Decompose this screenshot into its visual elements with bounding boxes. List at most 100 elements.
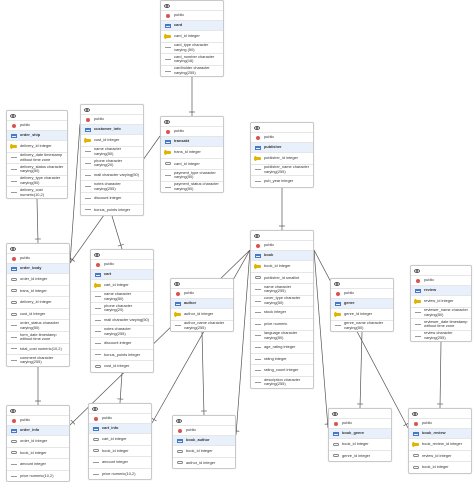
column-row[interactable]: price numeric(10,2)	[89, 468, 151, 480]
eye-icon[interactable]	[254, 234, 260, 238]
column-row[interactable]: stock integer	[251, 306, 313, 318]
column-row[interactable]: age_rating integer	[251, 341, 313, 353]
column-row[interactable]: discount integer	[91, 337, 153, 349]
column-row[interactable]: notes character varying(255)	[91, 325, 153, 337]
column-row[interactable]: description character varying(255)	[251, 376, 313, 388]
column-row[interactable]: book_id integer	[89, 445, 151, 457]
column-row[interactable]: amount integer	[7, 458, 69, 470]
eye-icon[interactable]	[174, 282, 180, 286]
eye-icon[interactable]	[94, 253, 100, 257]
column-row[interactable]: card_number character varying(16)	[161, 53, 223, 65]
column-row[interactable]: amount integer	[89, 456, 151, 468]
column-row[interactable]: card_id integer	[161, 158, 223, 170]
eye-icon[interactable]	[164, 4, 170, 8]
eye-icon[interactable]	[164, 120, 170, 124]
column-row[interactable]: trans_id integer	[161, 146, 223, 158]
column-row[interactable]: pub_year integer	[251, 175, 313, 187]
column-row[interactable]: comment character varying(255)	[7, 354, 69, 366]
column-row[interactable]: book_id integer	[251, 260, 313, 272]
eye-icon[interactable]	[84, 108, 90, 112]
column-row[interactable]: payment_type character varying(50)	[161, 169, 223, 181]
column-row[interactable]: genre_id integer	[331, 308, 393, 320]
column-row[interactable]: bonus_points integer	[91, 349, 153, 361]
column-row[interactable]: book_id integer	[409, 461, 471, 473]
column-row[interactable]: order_id integer	[7, 273, 69, 285]
column-row[interactable]: mail character varying(50)	[81, 169, 143, 181]
column-row[interactable]: review_id integer	[409, 450, 471, 462]
eye-icon[interactable]	[10, 114, 16, 118]
column-row[interactable]: price numeric(10,2)	[7, 470, 69, 482]
column-row[interactable]: cust_id integer	[81, 134, 143, 146]
column-row[interactable]: cust_id integer	[7, 308, 69, 320]
column-row[interactable]: delivery_date timestamp without time zon…	[7, 152, 67, 164]
eye-icon[interactable]	[10, 247, 16, 251]
column-row[interactable]: cart_id integer	[91, 279, 153, 291]
column-row[interactable]: card_id integer	[161, 30, 223, 42]
column-row[interactable]: reviewer_name character varying(50)	[411, 307, 471, 319]
column-row[interactable]: language character varying(50)	[251, 330, 313, 342]
column-row[interactable]: review_id integer	[411, 295, 471, 307]
column-row[interactable]: trans_id integer	[7, 285, 69, 297]
column-row[interactable]: payment_status character varying(50)	[161, 181, 223, 193]
column-row[interactable]: notes character varying(255)	[81, 180, 143, 192]
column-row[interactable]: cust_id integer	[91, 360, 153, 372]
column-row[interactable]: book_id integer	[329, 438, 391, 450]
column-row[interactable]: phone character varying(20)	[81, 157, 143, 169]
column-row[interactable]: card_type character varying (50)	[161, 42, 223, 54]
column-row[interactable]: order_status character varying(50)	[7, 319, 69, 331]
column-row[interactable]: phone character varying(20)	[91, 302, 153, 314]
column-row[interactable]: cart_id integer	[89, 433, 151, 445]
column-row[interactable]: order_id integer	[7, 435, 69, 447]
column-row[interactable]: book_id integer	[173, 445, 235, 457]
eye-icon[interactable]	[10, 409, 16, 413]
column-row[interactable]: name character varying(255)	[251, 283, 313, 295]
column-row[interactable]: rating integer	[251, 353, 313, 365]
eye-icon[interactable]	[254, 126, 260, 130]
eye-icon[interactable]	[334, 282, 340, 286]
column-row[interactable]: form_date timestamp without time zone	[7, 331, 69, 343]
column-row[interactable]: delivery_id integer	[7, 296, 69, 308]
column-row[interactable]: total_cost numeric(10,2)	[7, 343, 69, 355]
column-row[interactable]: publisher_name character varying(255)	[251, 164, 313, 176]
column-row[interactable]: cardholder character varying(255)	[161, 65, 223, 77]
column-row[interactable]: book_id integer	[7, 447, 69, 459]
column-row[interactable]: genre_name character varying(50)	[331, 320, 393, 332]
column-row[interactable]: review character varying(255)	[411, 330, 471, 342]
column-row[interactable]: name character varying(50)	[81, 146, 143, 158]
column-row[interactable]: delivery_type character varying(50)	[7, 175, 67, 187]
eye-icon[interactable]	[176, 419, 182, 423]
column-row[interactable]: book_review_id integer	[409, 438, 471, 450]
column-row[interactable]: discount integer	[81, 192, 143, 204]
column-row[interactable]: author_id integer	[173, 457, 235, 469]
column-row[interactable]: genre_id integer	[329, 450, 391, 462]
column-row[interactable]: rating_count integer	[251, 364, 313, 376]
column-row[interactable]: cover_type character varying(50)	[251, 295, 313, 307]
column-row[interactable]: author_id integer	[171, 308, 233, 320]
eye-icon[interactable]	[332, 412, 338, 416]
column-row[interactable]: price numeric	[251, 318, 313, 330]
column-row[interactable]: delivery_id integer	[7, 140, 67, 152]
column-row[interactable]: mail character varying(50)	[91, 314, 153, 326]
column-row[interactable]: bonus_points integer	[81, 204, 143, 216]
column-row[interactable]: delivery_status character varying(50)	[7, 163, 67, 175]
column-row[interactable]: author_name character varying(255)	[171, 320, 233, 332]
column-row[interactable]: publisher_id integer	[251, 152, 313, 164]
column-row[interactable]: reviewer_date timestamp without time zon…	[411, 318, 471, 330]
eye-icon[interactable]	[412, 412, 418, 416]
eye-icon[interactable]	[92, 407, 98, 411]
